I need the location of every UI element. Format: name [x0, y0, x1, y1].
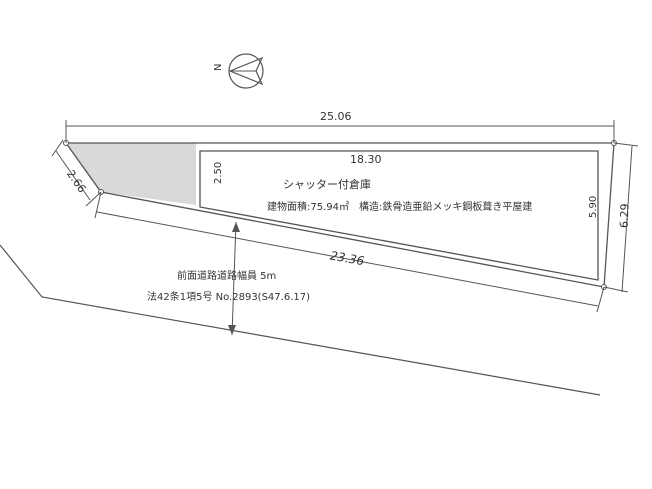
building-details: 建物面積:75.94㎡ 構造:鉄骨造亜鉛メッキ鋼板葺き平屋建 [267, 200, 532, 213]
road-width-label: 前面道路道路幅員 5m [177, 269, 276, 282]
dim-top-width: 25.06 [65, 110, 615, 143]
road-law-label: 法42条1項5号 No.2893(S47.6.17) [147, 290, 310, 303]
building-outline [199, 150, 599, 281]
road-opposite-boundary [0, 244, 601, 396]
north-compass-icon: N [213, 53, 264, 89]
compass-north-label: N [213, 64, 224, 71]
dim-building-left-label: 2.50 [213, 162, 224, 184]
dim-right-edge: 6.29 [603, 142, 639, 293]
dim-left-edge-label: 2.66 [64, 168, 89, 196]
shaded-unused-area [66, 143, 196, 205]
dim-top-width-label: 25.06 [320, 110, 352, 123]
dim-bottom-edge: 23.36 [94, 191, 605, 313]
dim-right-edge-label: 6.29 [618, 203, 632, 228]
building-name: シャッター付倉庫 [283, 177, 371, 191]
dim-building-top-label: 18.30 [350, 153, 382, 166]
dim-building-right-label: 5.90 [588, 196, 599, 218]
dim-bottom-edge-label: 23.36 [329, 249, 366, 269]
